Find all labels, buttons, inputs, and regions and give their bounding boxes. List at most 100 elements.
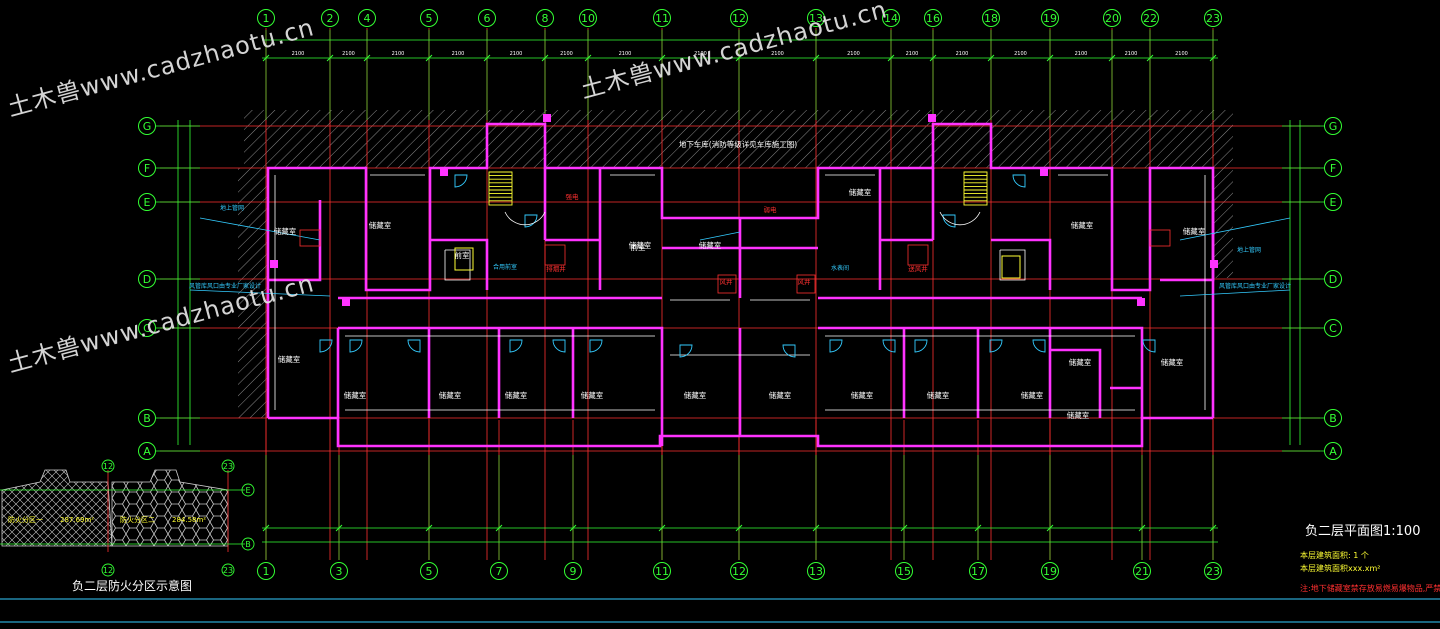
axis-bubble-label: 14: [884, 12, 898, 25]
plan-warning: 注:地下储藏室禁存放易燃易爆物品,严禁作为居住使用等。: [1300, 584, 1440, 593]
axis-bubble-bottom: 5: [420, 562, 438, 580]
plan-note-1: 本层建筑面积: 1 个: [1300, 551, 1369, 560]
axis-bubble-circle: [1324, 117, 1342, 135]
axis-bubble-label: 20: [1105, 12, 1119, 25]
axis-bubble-bottom: 13: [807, 562, 825, 580]
fire-zone-bubble-label: 12: [103, 462, 113, 471]
shaft-outline: [717, 274, 737, 294]
small-note: 风管库风口由专业厂家设计: [189, 282, 261, 290]
axis-bubble-circle: [1324, 319, 1342, 337]
axis-bubble-label: 10: [581, 12, 595, 25]
detail-lines: [0, 114, 1440, 623]
column-block: [928, 114, 936, 122]
axis-bubble-label: E: [144, 196, 151, 209]
room-label: 储藏室: [1161, 357, 1184, 367]
axis-bubble-bottom: 1: [257, 562, 275, 580]
fire-zone-bubble-label: B: [245, 540, 251, 549]
dimension-value: 2100: [560, 51, 573, 57]
axis-bubble-top: 23: [1204, 9, 1222, 27]
leader-line: [699, 231, 741, 241]
partition-line: [444, 249, 471, 281]
axis-bubble-circle: [1324, 193, 1342, 211]
axis-bubble-top: 11: [653, 9, 671, 27]
axis-bubble-circle: [138, 409, 156, 427]
axis-bubble-label: 9: [570, 565, 577, 578]
hatch-band: [244, 110, 1214, 168]
small-note: 地上管网: [1237, 246, 1261, 254]
axis-bubble-label: A: [1329, 445, 1337, 458]
axis-bubble-right: D: [1324, 270, 1342, 288]
axis-bubble-label: 11: [655, 12, 669, 25]
red-label: 风井: [720, 277, 734, 286]
room-label: 储藏室: [1069, 357, 1092, 367]
room-label: 储藏室: [1067, 410, 1090, 420]
stair-outline: [963, 171, 988, 206]
dimension-value: 2100: [392, 51, 405, 57]
fire-zone-label: 防火分区一: [8, 515, 43, 524]
axis-bubble-label: 16: [926, 12, 940, 25]
fire-zone-bubble: [221, 563, 235, 577]
room-label: 储藏室: [769, 390, 792, 400]
room-label: 储藏室: [369, 220, 392, 230]
door-swing: [524, 214, 538, 228]
top-banner-label: 地下车库(消防等级详见车库施工图): [679, 139, 797, 149]
room-label: 储藏室: [581, 390, 604, 400]
elevator-box: [454, 247, 474, 271]
dimension-value: 2100: [1075, 51, 1088, 57]
red-label: 排烟井: [546, 264, 566, 273]
axis-bubble-circle: [1204, 9, 1222, 27]
shaft-outline: [796, 274, 816, 294]
door-swing: [589, 339, 603, 353]
axis-bubble-circle: [982, 9, 1000, 27]
red-label: 送风井: [908, 264, 928, 273]
axis-bubble-top: 13: [807, 9, 825, 27]
column-block: [270, 260, 278, 268]
fire-zone-area: 287.69m²: [60, 516, 94, 524]
axis-bubble-circle: [138, 117, 156, 135]
room-label: 储藏室: [439, 390, 462, 400]
wall: [1160, 200, 1215, 282]
axis-bubble-circle: [490, 562, 508, 580]
axis-bubble-label: 19: [1043, 12, 1057, 25]
hatch-right: [1213, 110, 1233, 278]
room-label: 储藏室: [1071, 220, 1094, 230]
wall: [268, 200, 322, 282]
axis-bubble-top: 10: [579, 9, 597, 27]
wall: [991, 238, 1052, 290]
axis-bubble-bottom: 12: [730, 562, 748, 580]
room-text: 储藏室储藏室储藏室储藏室储藏室储藏室储藏室储藏室储藏室储藏室储藏室储藏室储藏室储…: [189, 139, 1291, 420]
axis-bubble-label: 8: [542, 12, 549, 25]
column-block: [1040, 168, 1048, 176]
axis-bubble-label: C: [1329, 322, 1337, 335]
axis-bubble-label: 1: [263, 565, 270, 578]
leader-line: [189, 289, 331, 297]
fire-zone-bubble: [241, 483, 255, 497]
axis-bubble-bottom: 9: [564, 562, 582, 580]
stair-outline: [488, 171, 513, 206]
axis-bubble-label: B: [1329, 412, 1337, 425]
fire-zone-bubble: [101, 563, 115, 577]
fire-zone-1-shape: [1, 469, 113, 547]
axis-bubble-label: 1: [263, 12, 270, 25]
wall: [430, 238, 489, 290]
room-label: 储藏室: [699, 240, 722, 250]
axis-bubble-label: B: [143, 412, 151, 425]
axis-bubble-top: 18: [982, 9, 1000, 27]
axis-bubble-bottom: 19: [1041, 562, 1059, 580]
plan-note-2: 本层建筑面积xxx.xm²: [1300, 564, 1381, 573]
room-label: 储藏室: [278, 354, 301, 364]
axis-bubble-top: 2: [321, 9, 339, 27]
axis-bubble-circle: [257, 562, 275, 580]
axis-bubble-label: D: [143, 273, 151, 286]
door-swing: [679, 344, 693, 358]
axis-bubble-top: 22: [1141, 9, 1159, 27]
elevator-box: [1001, 255, 1021, 279]
axis-bubble-circle: [882, 9, 900, 27]
axis-bubble-right: F: [1324, 159, 1342, 177]
axis-bubble-top: 6: [478, 9, 496, 27]
dimension-value: 2100: [906, 51, 919, 57]
axis-bubble-label: F: [1330, 162, 1336, 175]
